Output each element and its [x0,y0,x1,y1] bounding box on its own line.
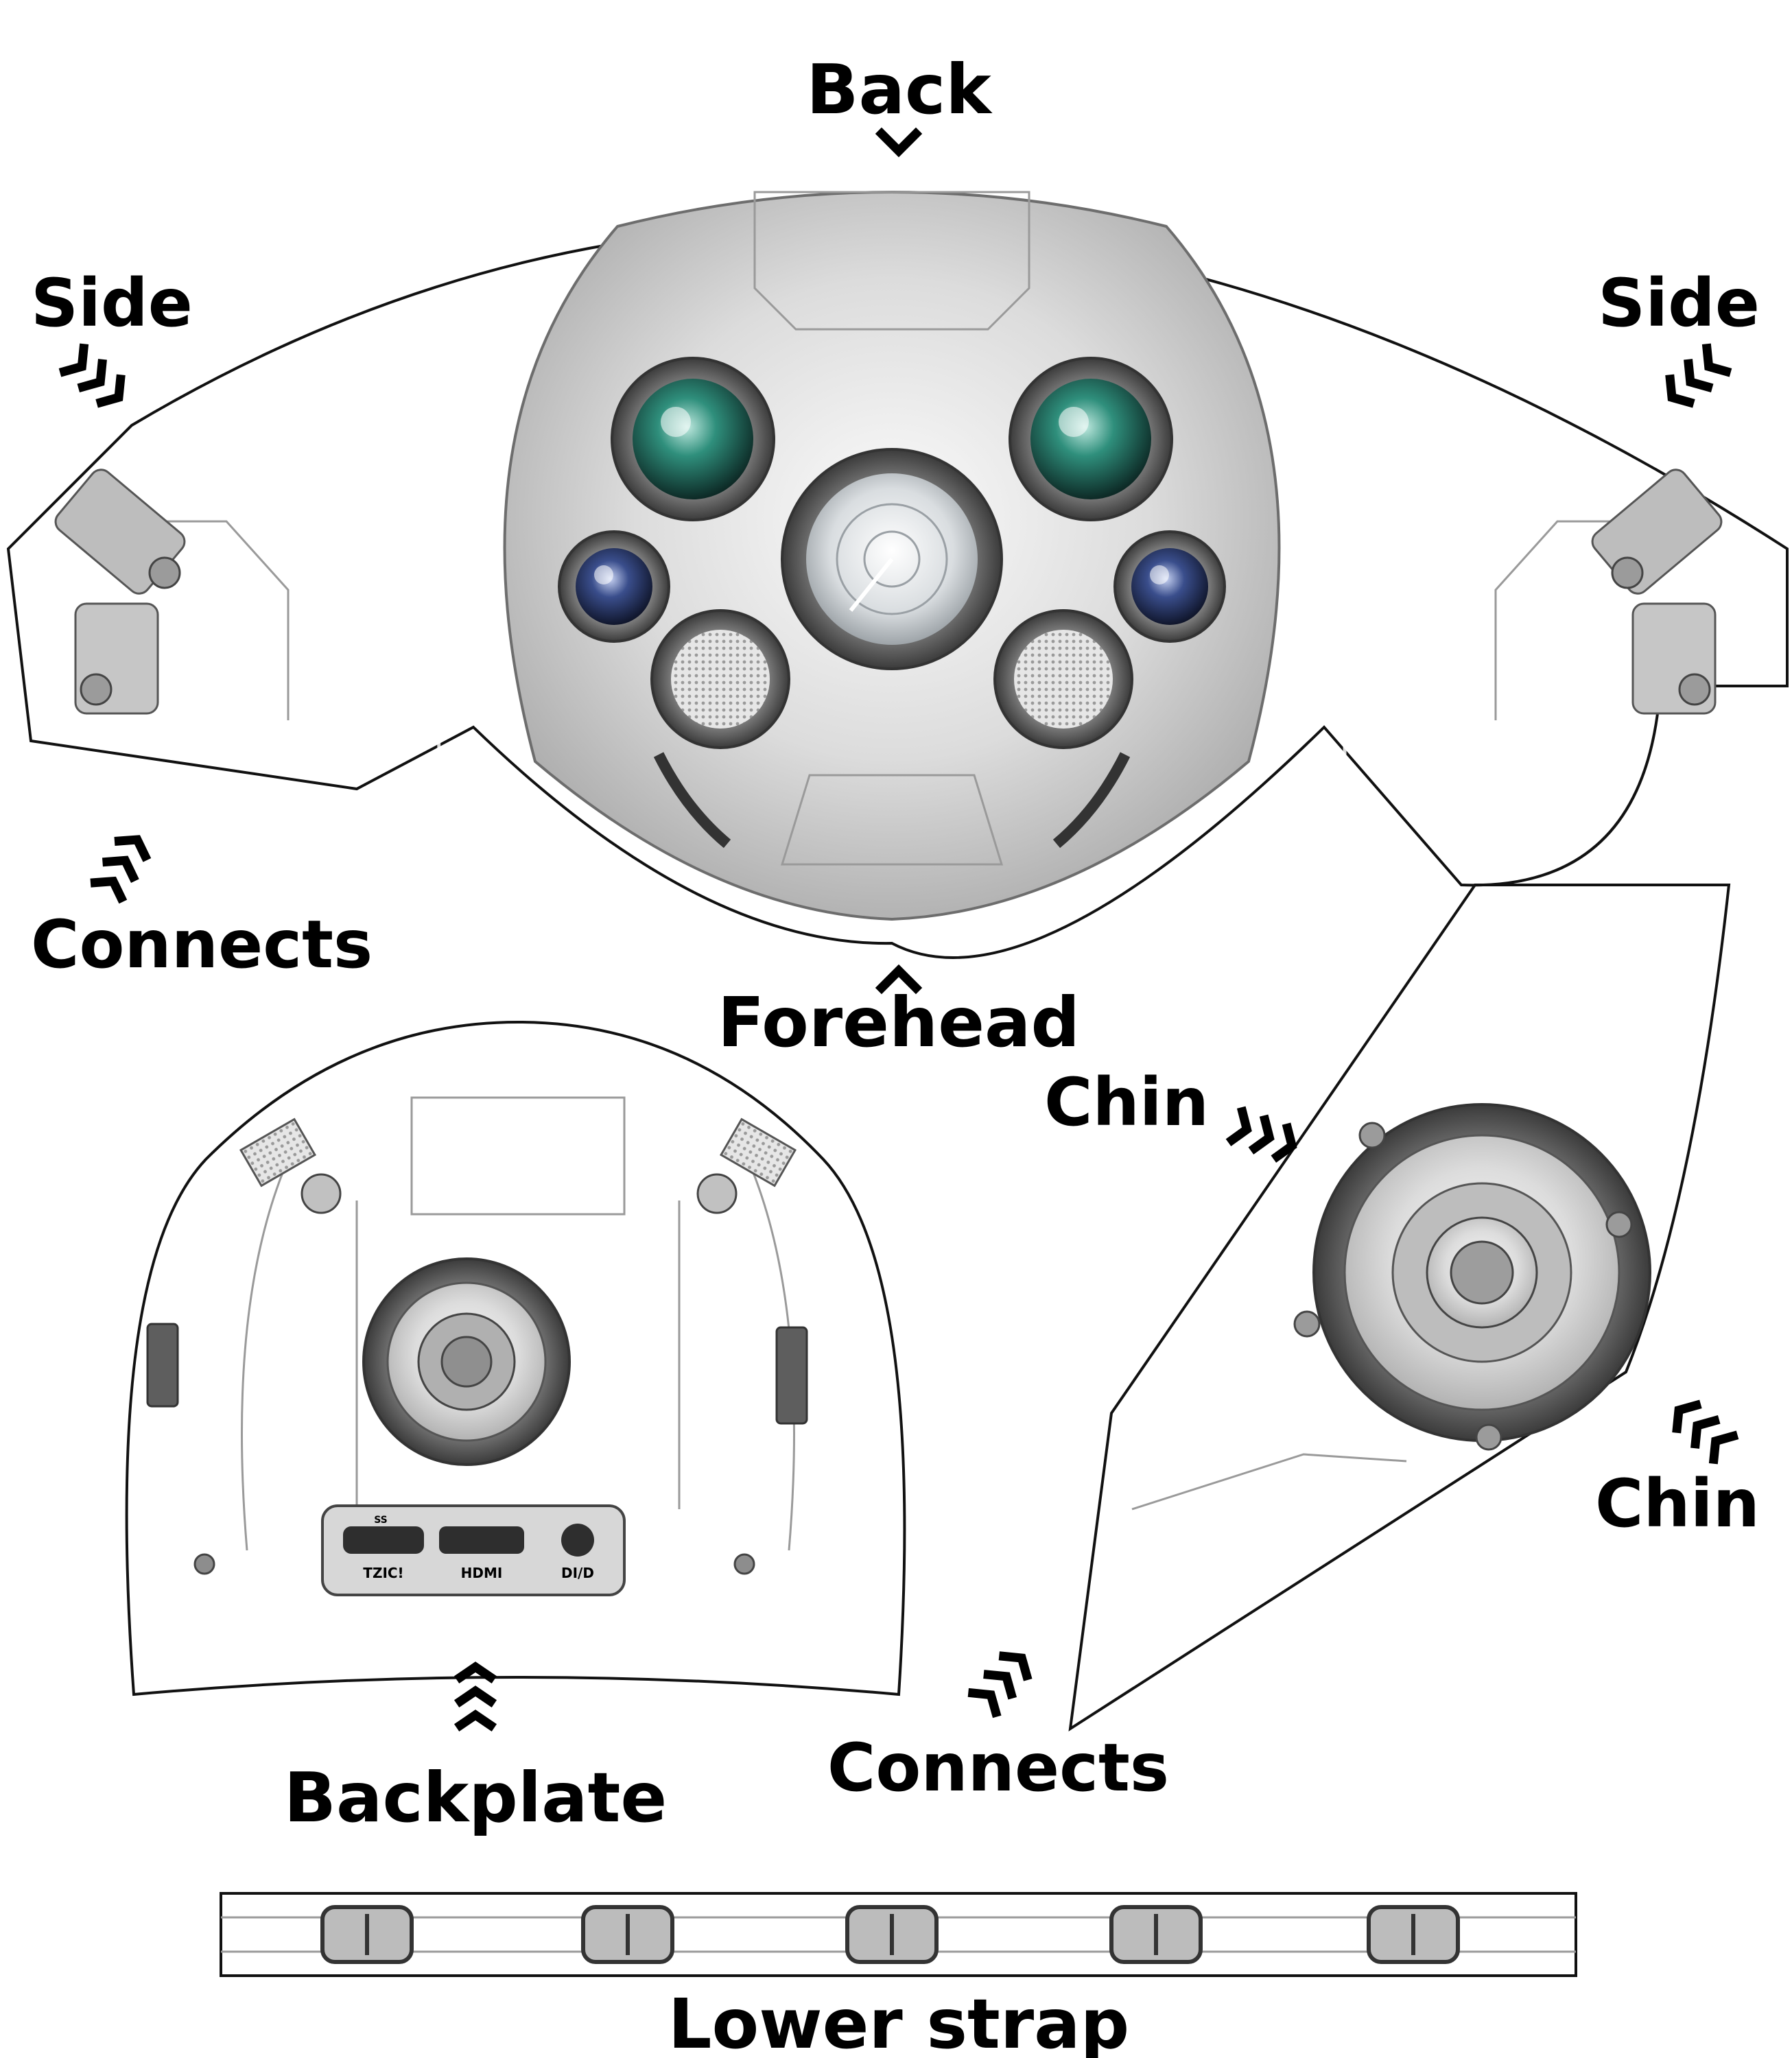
chevron-arrow-icon [90,835,152,904]
speaker-grille-right [993,609,1133,749]
camera-lens-icon [611,357,775,521]
face-mask [503,191,1281,921]
port-label-ss: SS [374,1515,388,1526]
chevron-arrow-icon [1672,1399,1739,1465]
port-bar: SS TZIC! HDMI DI/D [321,1504,626,1596]
side-port-right [775,1326,808,1425]
chevron-arrow-icon [875,964,923,995]
strap-link-icon [1367,1905,1460,1964]
bolt-icon [1475,1423,1502,1451]
lower-strap-outline [220,1892,1577,1977]
bolt-icon [1611,556,1644,589]
vent-left [239,1117,317,1187]
lower-strap-panel [220,1892,1577,1977]
chin-panel-outline [1068,884,1731,1732]
bolt-icon [696,1173,738,1214]
chin-dial [1293,1103,1651,1451]
port-icon [561,1524,594,1557]
chevron-arrow-icon [875,127,923,158]
swirl-line [204,479,359,783]
label-forehead: Forehead [718,982,1080,1063]
label-connects-left: Connects [31,906,373,983]
bolt-icon [1678,673,1711,706]
swirl-line [1425,479,1579,783]
camera-lens-icon [1009,357,1173,521]
panel-line [1131,1453,1407,1511]
bolt-icon [148,556,181,589]
port-label-audio: DI/D [561,1565,594,1581]
strap-link-icon [1109,1905,1203,1964]
swirl-line [259,438,441,755]
strap-link-icon [320,1905,414,1964]
bolt-icon [80,673,113,706]
backplate-panel: SS TZIC! HDMI DI/D [125,1020,906,1696]
label-connects-right: Connects [827,1729,1169,1806]
bolt-icon [1605,1211,1633,1238]
face-panel [6,191,1789,959]
bolt-icon [300,1173,342,1214]
chevron-arrow-icon [453,1661,497,1732]
port-icon [439,1526,524,1554]
side-port-left [146,1323,179,1408]
label-chin-upper: Chin [1044,1064,1209,1141]
swirl-line [1343,438,1524,755]
port-label-hdmi: HDMI [461,1565,503,1581]
port-icon [343,1526,424,1554]
label-side-left: Side [31,265,193,342]
bolt-icon [193,1553,215,1575]
bolt-icon [733,1553,755,1575]
camera-lens-icon [1113,530,1226,643]
camera-lens-icon [558,530,670,643]
strap-link-icon [845,1905,939,1964]
port-label-usb: TZIC! [363,1565,403,1581]
hinge-left [54,469,186,715]
vent-right [719,1117,797,1187]
chevron-arrow-icon [1665,343,1732,408]
label-back: Back [806,49,993,130]
chin-panel [1068,884,1731,1732]
hinge-right [1591,469,1723,715]
label-backplate: Backplate [284,1758,667,1838]
label-lower-strap: Lower strap [668,1984,1129,2058]
label-side-right: Side [1598,265,1760,342]
chevron-arrow-icon [1225,1106,1297,1163]
chevron-arrow-icon [967,1651,1033,1718]
bolt-icon [1358,1122,1386,1149]
chevron-arrow-icon [58,343,126,408]
camera-lens-icon [781,448,1003,670]
label-chin-lower: Chin [1595,1465,1760,1542]
strap-link-icon [581,1905,674,1964]
bolt-icon [1293,1310,1321,1338]
backplate-outline [125,1020,906,1696]
speaker-grille-left [650,609,790,749]
backplate-dial [362,1257,571,1466]
